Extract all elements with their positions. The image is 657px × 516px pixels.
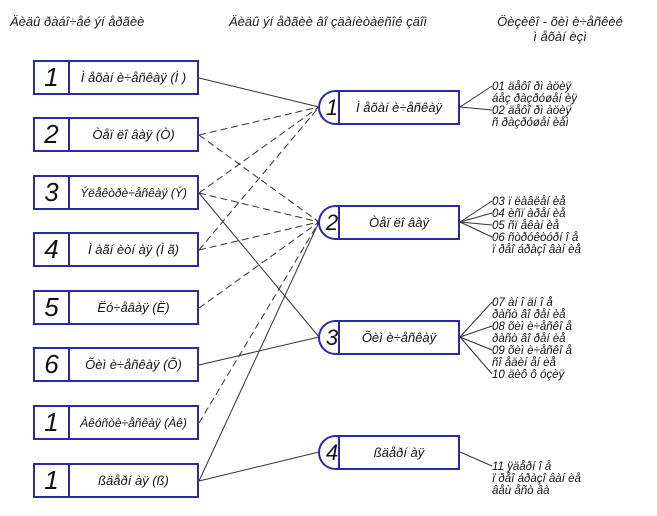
- left-item-6: 6 Õèì è÷åñêàÿ (Õ): [33, 347, 199, 382]
- connection-5-to-2: [198, 221, 320, 309]
- right-line: ñ ðàçðóøåí èåì: [492, 117, 569, 129]
- left-item-label: Òåï ëî âàÿ (Ò): [92, 127, 175, 142]
- left-item-number: 2: [35, 119, 70, 150]
- left-item-number: 4: [35, 234, 70, 265]
- fan-line-group3-4: [459, 336, 493, 375]
- right-group-2: 03 ï ëàâëåí èå 04 èñï àðåí èå 05 ñï åêàí…: [492, 196, 581, 256]
- right-line: 09 õèì è÷åñêî å: [492, 345, 572, 357]
- left-item-label: Àêóñòè÷åñêàÿ (Àê): [80, 415, 187, 430]
- left-item-8: 1 ßäåðí àÿ (ß): [33, 463, 199, 498]
- right-line: 08 õèì è÷åñêî å: [492, 321, 572, 333]
- right-line: 07 àí î äí î å: [492, 297, 553, 309]
- connection-8-to-4: [198, 451, 320, 482]
- right-line: ðàñò âî ðåí èå: [492, 333, 566, 345]
- right-line: ðàñò âî ðåí èå: [492, 309, 566, 321]
- middle-item-2: 2 Òåï ëî âàÿ: [318, 205, 461, 240]
- left-item-label: Ì àãí èòí àÿ (Ì ã): [87, 242, 180, 257]
- connection-2-to-1: [198, 106, 320, 136]
- right-line: ñî åäèí åí èå: [492, 357, 556, 369]
- connection-3-to-2: [198, 192, 320, 223]
- left-item-label: ßäåðí àÿ (ß): [98, 473, 169, 488]
- fan-line-group4-1: [459, 451, 493, 467]
- left-item-number: 1: [35, 465, 70, 496]
- left-item-label: Ýëåêòðè÷åñêàÿ (Ý): [80, 185, 187, 200]
- left-item-4: 4 Ì àãí èòí àÿ (Ì ã): [33, 232, 199, 267]
- left-item-label: Ëó÷åâàÿ (Ë): [97, 300, 170, 315]
- middle-item-label: Ì åõàí è÷åñêàÿ: [338, 90, 460, 125]
- right-group-3: 07 àí î äí î å ðàñò âî ðåí èå 08 õèì è÷å…: [492, 297, 572, 381]
- connection-3-to-1: [198, 106, 320, 194]
- fan-line-group3-3: [459, 336, 493, 351]
- header-left: Äèäû ðàáî÷åé ýí åðãèè: [10, 14, 145, 29]
- connection-1-to-1: [198, 77, 320, 108]
- left-item-number: 3: [35, 177, 70, 208]
- left-item-number: 1: [35, 407, 70, 438]
- middle-item-label: Òåï ëî âàÿ: [338, 205, 460, 240]
- middle-item-4: 4 ßäåðí àÿ: [318, 435, 461, 470]
- header-right: Öèçèêî - õèì è÷åñêèé ì åõàí èçì: [465, 14, 655, 44]
- connection-4-to-2: [198, 221, 320, 251]
- right-line: áåç ðàçðóøåí èÿ: [492, 93, 578, 105]
- left-item-5: 5 Ëó÷åâàÿ (Ë): [33, 290, 199, 325]
- right-line: 04 èñï àðåí èå: [492, 208, 566, 220]
- middle-item-label: Õèì è÷åñêàÿ: [338, 320, 460, 355]
- header-right-line2: ì åõàí èçì: [533, 29, 587, 44]
- left-item-label: Õèì è÷åñêàÿ (Õ): [85, 357, 182, 372]
- left-item-7: 1 Àêóñòè÷åñêàÿ (Àê): [33, 405, 199, 440]
- right-line: 02 äåôî ðì àöèÿ: [492, 105, 572, 117]
- fan-line-group2-1: [459, 200, 493, 223]
- middle-item-number: 2: [318, 205, 340, 240]
- middle-item-number: 4: [318, 435, 340, 470]
- fan-line-group3-1: [459, 301, 493, 338]
- right-group-4: 11 ÿäåðí î å ï ðåî áðàçî âàí èå âåù åñò …: [492, 461, 581, 497]
- left-item-1: 1 Ì åõàí è÷åñêàÿ (Ì ): [33, 60, 199, 95]
- connection-8-to-2: [198, 221, 320, 482]
- connection-4-to-1: [198, 106, 320, 251]
- header-right-line1: Öèçèêî - õèì è÷åñêèé: [497, 14, 623, 29]
- right-line: 05 ñï åêàí èå: [492, 220, 560, 232]
- left-item-2: 2 Òåï ëî âàÿ (Ò): [33, 117, 199, 152]
- right-line: 01 äåôî ðì àöèÿ: [492, 81, 572, 93]
- right-line: ï ðåî áðàçî âàí èå: [492, 473, 581, 485]
- middle-item-1: 1 Ì åõàí è÷åñêàÿ: [318, 90, 461, 125]
- connection-2-to-2: [198, 134, 320, 223]
- right-line: 03 ï ëàâëåí èå: [492, 196, 566, 208]
- right-line: âåù åñò âà: [492, 485, 550, 497]
- fan-line-group1-1: [459, 85, 493, 108]
- left-item-number: 1: [35, 62, 70, 93]
- middle-item-3: 3 Õèì è÷åñêàÿ: [318, 320, 461, 355]
- middle-item-label: ßäåðí àÿ: [338, 435, 460, 470]
- right-line: 11 ÿäåðí î å: [492, 461, 552, 473]
- fan-line-group2-4: [459, 221, 493, 238]
- fan-line-group2-3: [459, 221, 493, 226]
- right-line: 10 äèô ô óçèÿ: [492, 369, 565, 381]
- left-item-3: 3 Ýëåêòðè÷åñêàÿ (Ý): [33, 175, 199, 210]
- fan-line-group3-2: [459, 325, 493, 338]
- right-line: 06 ñòðóêòóðí î å: [492, 232, 579, 244]
- connection-7-to-2: [198, 221, 320, 424]
- fan-line-group2-2: [459, 212, 493, 223]
- left-item-label: Ì åõàí è÷åñêàÿ (Ì ): [80, 70, 187, 85]
- middle-item-number: 1: [318, 90, 340, 125]
- left-item-number: 5: [35, 292, 70, 323]
- left-item-number: 6: [35, 349, 70, 380]
- connection-3-to-3: [198, 192, 320, 338]
- fan-line-group1-2: [459, 106, 493, 111]
- right-group-1: 01 äåôî ðì àöèÿ áåç ðàçðóøåí èÿ 02 äåôî …: [492, 81, 577, 129]
- right-line: ï ðåî áðàçî âàí èå: [492, 244, 581, 256]
- middle-item-number: 3: [318, 320, 340, 355]
- header-middle: Äèäû ýí åðãèè âî çäàíèòàëñîé çäîì: [229, 14, 428, 29]
